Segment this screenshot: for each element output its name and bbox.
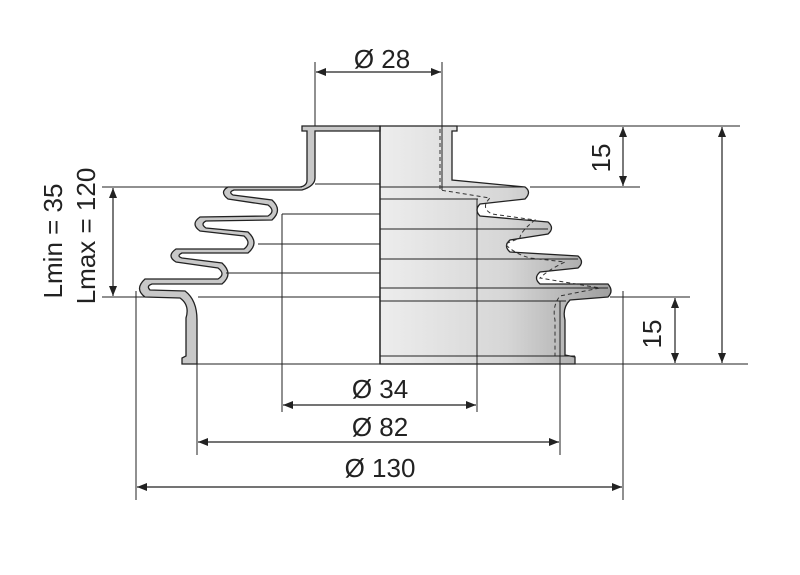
dimension-lines (102, 62, 748, 500)
label-lmax: Lmax = 120 (71, 168, 101, 305)
label-top-height: 15 (586, 144, 616, 173)
section-body (379, 125, 612, 365)
profile-view (138, 125, 381, 365)
dimension-labels: Ø 28 Ø 34 Ø 82 Ø 130 15 15 (345, 44, 667, 483)
label-bottom-height: 15 (637, 320, 667, 349)
label-outer-diameter: Ø 130 (345, 453, 416, 483)
label-top-diameter: Ø 28 (354, 44, 410, 74)
label-mid-diameter: Ø 82 (352, 412, 408, 442)
length-labels: Lmin = 35 Lmax = 120 (38, 168, 101, 305)
section-hidden-contour (439, 129, 601, 356)
boot-wall (138, 125, 381, 365)
label-lmin-rotated: Lmin = 35 (38, 184, 68, 299)
section-view (379, 125, 612, 365)
label-inner-diameter: Ø 34 (352, 374, 408, 404)
